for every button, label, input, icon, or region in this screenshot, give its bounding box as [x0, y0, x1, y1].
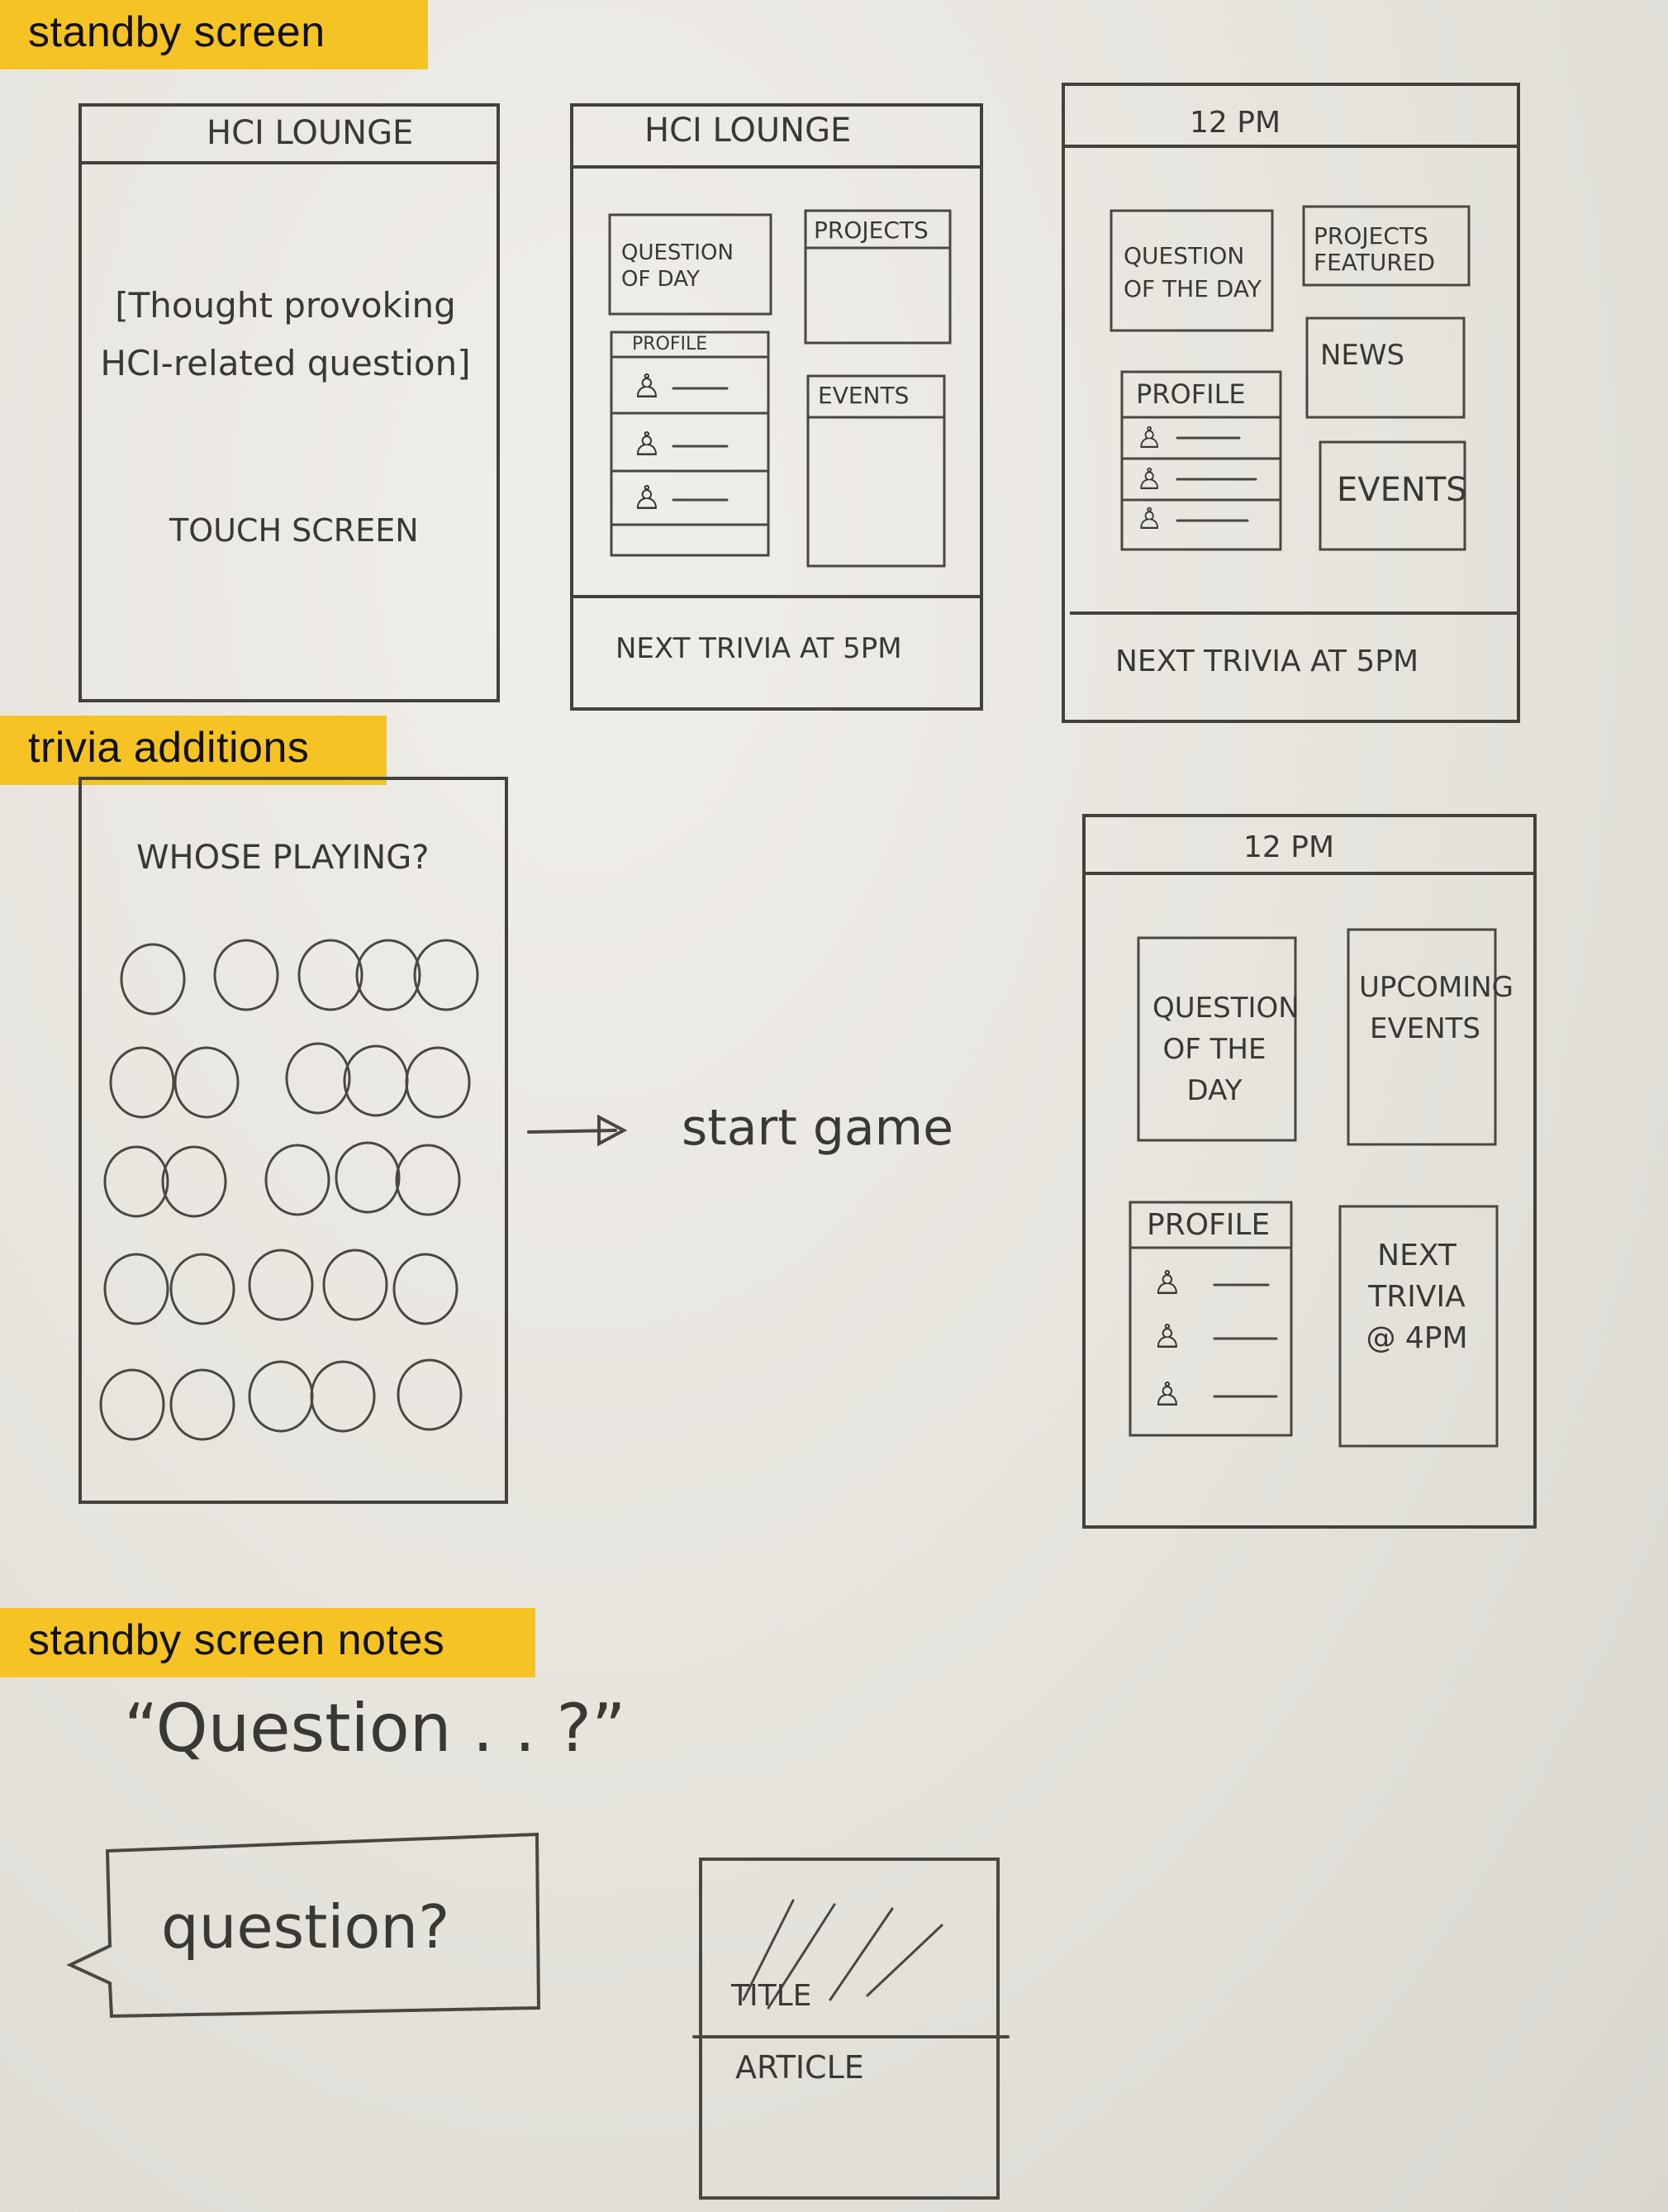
section-tag-notes: standby screen notes — [0, 1608, 535, 1677]
screen3-news[interactable]: NEWS — [1320, 339, 1405, 372]
screen1-touch-screen[interactable]: TOUCH SCREEN — [169, 512, 419, 549]
section-tag-trivia: trivia additions — [0, 716, 387, 785]
events-box — [806, 374, 946, 568]
screen1-header-divider — [78, 161, 500, 164]
screen2-events[interactable]: EVENTS — [818, 382, 910, 409]
notes-card-article: ARTICLE — [735, 2049, 864, 2086]
screen2-header-divider — [570, 165, 983, 169]
screen4-qotd[interactable]: QUESTION OF THE DAY — [1152, 992, 1300, 1107]
notes-bubble-question: question? — [161, 1892, 450, 1962]
trivia-title: WHOSE PLAYING? — [136, 839, 430, 877]
trivia-standby-screen — [1082, 814, 1537, 1529]
screen3-footer: NEXT TRIVIA AT 5PM — [1115, 645, 1419, 678]
profile-person-icon: ♙ — [632, 479, 662, 517]
profile-person-icon: ♙ — [1136, 463, 1163, 497]
start-game-label[interactable]: start game — [682, 1099, 954, 1157]
screen4-upcoming-events[interactable]: UPCOMING EVENTS — [1359, 971, 1514, 1045]
standby-screen-2 — [570, 103, 983, 711]
screen1-header: HCI LOUNGE — [207, 114, 414, 152]
screen2-qotd[interactable]: QUESTION OF DAY — [621, 240, 734, 292]
projects-box — [804, 209, 952, 345]
screen2-projects[interactable]: PROJECTS — [814, 216, 929, 244]
screen4-next-trivia[interactable]: NEXT TRIVIA @ 4PM — [1366, 1239, 1468, 1355]
profile-person-icon: ♙ — [1136, 502, 1163, 536]
screen3-profile[interactable]: PROFILE — [1136, 378, 1246, 410]
screen3-qotd[interactable]: QUESTION OF THE DAY — [1124, 242, 1262, 302]
screen4-header-divider — [1082, 872, 1537, 875]
screen3-header-divider — [1062, 145, 1520, 148]
profile-person-icon: ♙ — [1152, 1264, 1182, 1302]
screen3-projects[interactable]: PROJECTS FEATURED — [1314, 222, 1436, 276]
standby-screen-1 — [78, 103, 500, 702]
profile-person-icon: ♙ — [632, 368, 662, 406]
screen4-profile[interactable]: PROFILE — [1147, 1208, 1271, 1242]
screen3-events[interactable]: EVENTS — [1337, 471, 1467, 509]
standby-screen-3 — [1062, 83, 1520, 723]
screen4-header: 12 PM — [1243, 830, 1335, 864]
qotd-box — [608, 213, 772, 316]
trivia-player-screen — [78, 777, 508, 1504]
screen3-header: 12 PM — [1190, 106, 1281, 140]
notes-question-quote: “Question . . ?” — [124, 1690, 626, 1767]
profile-person-icon: ♙ — [1136, 421, 1163, 455]
screen1-question: [Thought provoking HCI-related question] — [100, 285, 471, 383]
screen2-profile[interactable]: PROFILE — [632, 334, 708, 354]
screen2-footer-divider — [570, 595, 983, 598]
screen2-header: HCI LOUNGE — [644, 112, 852, 150]
section-tag-standby: standby screen — [0, 0, 428, 69]
screen3-footer-divider — [1070, 611, 1520, 615]
player-circles — [99, 939, 479, 1441]
speech-bubble-outline — [66, 1832, 541, 2019]
screen2-footer: NEXT TRIVIA AT 5PM — [615, 632, 902, 665]
profile-box — [610, 331, 770, 557]
profile-person-icon: ♙ — [1152, 1318, 1182, 1356]
profile-person-icon: ♙ — [1152, 1376, 1182, 1414]
profile-person-icon: ♙ — [632, 426, 662, 464]
notes-card-title: TITLE — [731, 1979, 812, 2013]
